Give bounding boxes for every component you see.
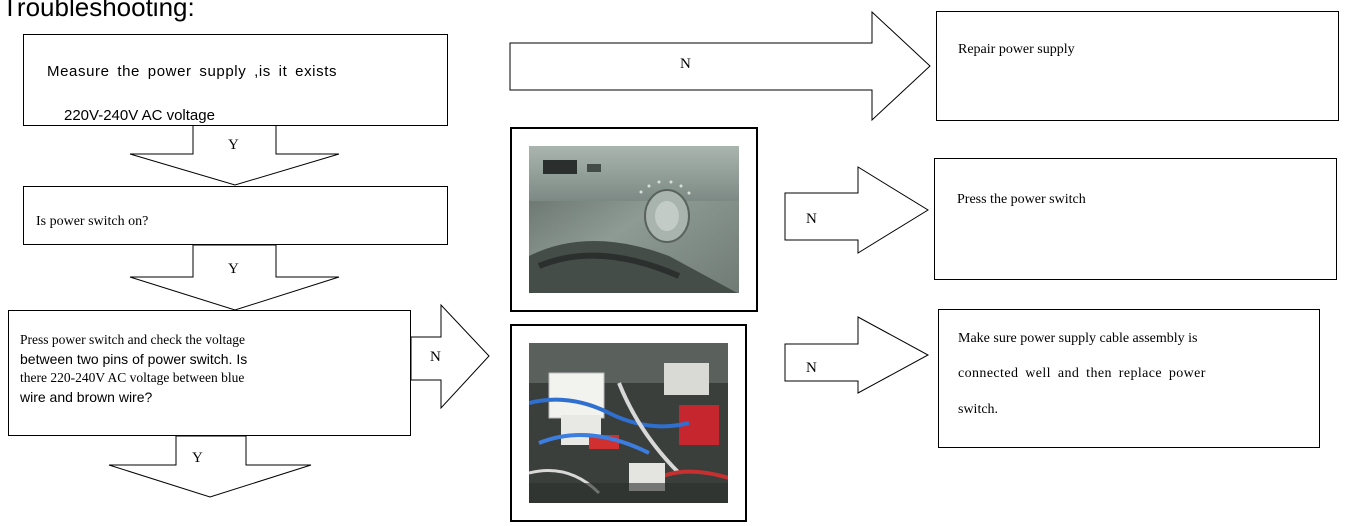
action-press-text: Press the power switch xyxy=(957,192,1086,207)
step-measure-line2: 220V-240V AC voltage xyxy=(64,107,215,124)
step-measure-box: Measure the power supply ,is it exists 2… xyxy=(23,34,448,126)
step-check-line1: Press power switch and check the voltage xyxy=(20,332,245,347)
arrow-right-n-check xyxy=(410,303,490,410)
arrow-right-n-mid xyxy=(784,166,929,254)
arrow-right-n-top xyxy=(509,10,931,122)
step-switch-on-box: Is power switch on? xyxy=(23,186,448,245)
label-y1: Y xyxy=(228,137,239,153)
step-switch-on-text: Is power switch on? xyxy=(36,214,149,229)
arrow-right-n-bottom xyxy=(784,316,930,394)
washer-panel-image xyxy=(529,146,739,293)
step-measure-line1: Measure the power supply ,is it exists xyxy=(47,63,338,80)
step-check-voltage-box: Press power switch and check the voltage… xyxy=(8,310,411,436)
arrow-down-y3 xyxy=(108,435,312,498)
label-y2: Y xyxy=(228,261,239,277)
page-title: Troubleshooting: xyxy=(2,0,195,22)
label-n-check: N xyxy=(430,349,441,365)
action-press-box: Press the power switch xyxy=(934,158,1337,280)
label-n-mid: N xyxy=(806,211,817,227)
label-n-top: N xyxy=(680,56,691,72)
action-repair-box: Repair power supply xyxy=(936,11,1339,121)
photo-washer-panel xyxy=(510,127,758,312)
label-n-bottom: N xyxy=(806,360,817,376)
action-repair-text: Repair power supply xyxy=(958,42,1075,57)
action-replace-line1: Make sure power supply cable assembly is xyxy=(958,331,1198,346)
arrow-down-y2 xyxy=(129,244,340,311)
step-check-line2: between two pins of power switch. Is xyxy=(20,351,248,367)
photo-wiring xyxy=(510,324,747,522)
step-check-line3: there 220-240V AC voltage between blue xyxy=(20,370,245,385)
wiring-image xyxy=(529,343,728,503)
action-replace-box: Make sure power supply cable assembly is… xyxy=(938,309,1320,448)
action-replace-line2: connected well and then replace power xyxy=(958,366,1206,381)
step-check-line4: wire and brown wire? xyxy=(20,389,153,405)
action-replace-line3: switch. xyxy=(958,402,999,417)
arrow-down-y1 xyxy=(129,124,340,186)
label-y3: Y xyxy=(192,450,203,466)
